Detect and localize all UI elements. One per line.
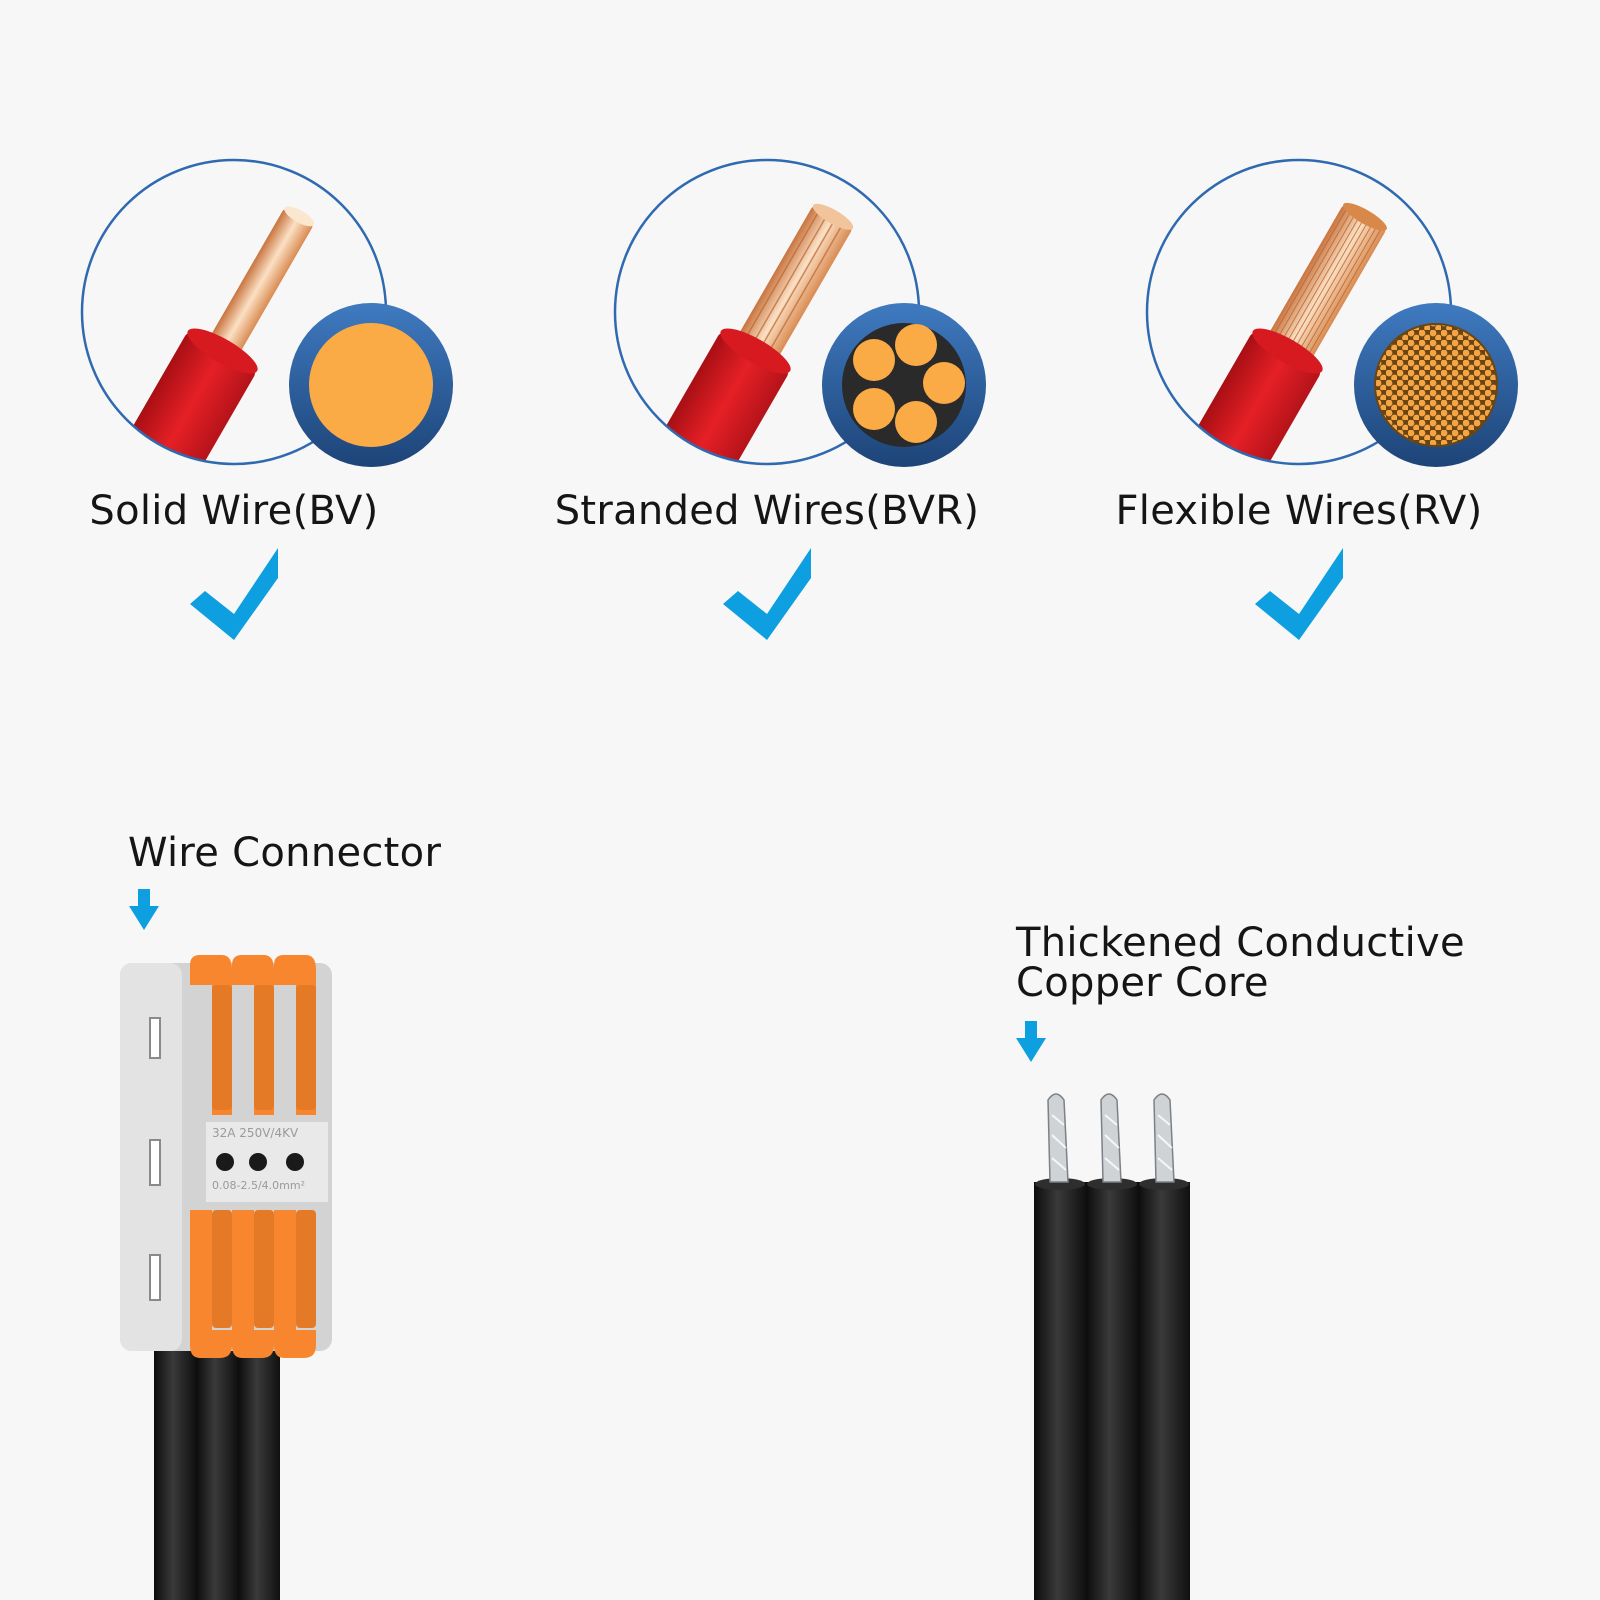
wire-connector-label: Wire Connector xyxy=(128,830,442,876)
copper-core-label-line2: Copper Core xyxy=(1016,960,1269,1006)
check-icon xyxy=(190,548,278,640)
check-icon xyxy=(1255,548,1343,640)
copper-core-cables-illustration xyxy=(1034,1093,1190,1600)
flexible-core-icon xyxy=(1374,323,1498,447)
connector-rating-text: 32A 250V/4KV xyxy=(212,1126,299,1140)
solid-wire-picture xyxy=(90,206,315,464)
arrow-down-icon xyxy=(129,889,159,930)
stranded-wire-label: Stranded Wires(BVR) xyxy=(554,488,980,534)
solid-wire-label: Solid Wire(BV) xyxy=(89,488,379,534)
check-icon xyxy=(723,548,811,640)
stranded-core-icon xyxy=(842,323,966,447)
arrow-down-icon xyxy=(1016,1021,1046,1062)
wire-connector-illustration: 32A 250V/4KV 0.08-2.5/4.0mm² xyxy=(120,955,332,1600)
stranded-wire-picture xyxy=(623,203,854,464)
copper-core-label-line1: Thickened Conductive xyxy=(1016,920,1465,966)
connector-range-text: 0.08-2.5/4.0mm² xyxy=(212,1179,305,1192)
flexible-wire-picture xyxy=(1155,202,1387,464)
flexible-wire-label: Flexible Wires(RV) xyxy=(1115,488,1483,534)
solid-core-icon xyxy=(309,323,433,447)
